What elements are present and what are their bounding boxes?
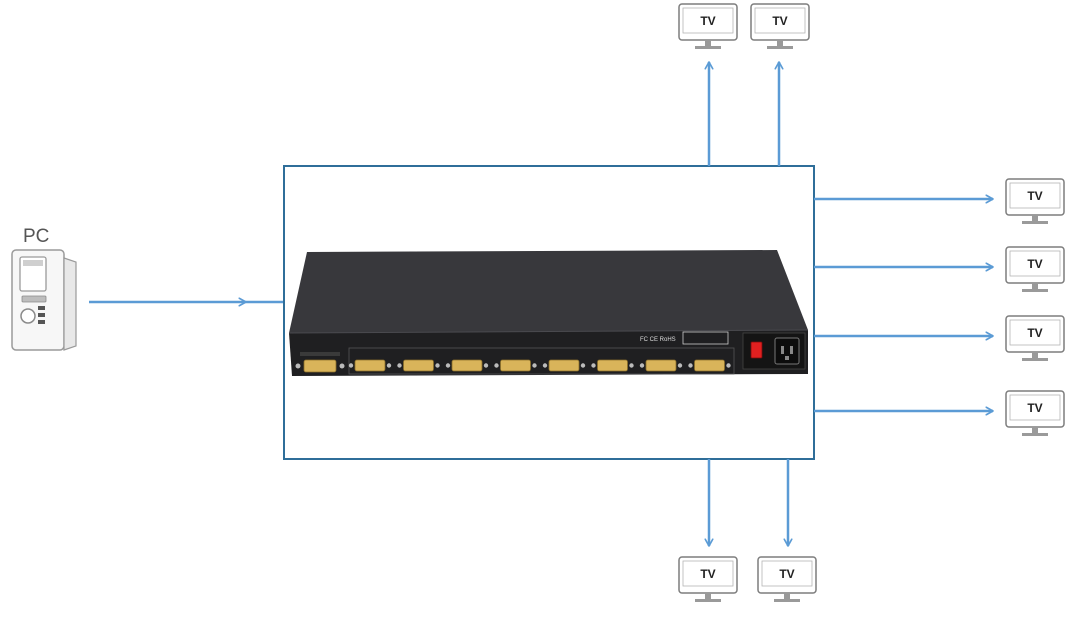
- pc-source: PC: [11, 226, 77, 351]
- monitor-icon: [750, 3, 810, 49]
- tv-label: TV: [772, 14, 787, 28]
- tv-label: TV: [1027, 326, 1042, 340]
- monitor-icon: [1005, 246, 1065, 292]
- monitor-icon: [1005, 315, 1065, 361]
- certification-marks: FC CE RoHS: [640, 331, 729, 345]
- tv-display: TV: [750, 3, 810, 49]
- tv-label: TV: [1027, 257, 1042, 271]
- output-port: [348, 359, 392, 372]
- device-top-panel: [289, 250, 808, 333]
- cert-marks-text: FC CE RoHS: [640, 337, 676, 343]
- tv-display: TV: [678, 3, 738, 49]
- tv-label: TV: [1027, 189, 1042, 203]
- tv-label: TV: [779, 567, 794, 581]
- output-port: [397, 359, 440, 372]
- monitor-icon: [678, 3, 738, 49]
- device-input-port: [295, 352, 345, 373]
- output-port: [494, 359, 537, 372]
- tv-display: TV: [1005, 390, 1065, 436]
- tv-display: TV: [1005, 178, 1065, 224]
- tv-label: TV: [700, 567, 715, 581]
- display-monitors: TV TV TV TV TV TV TV TV: [678, 3, 1065, 602]
- splitter-device: FC CE RoHS: [288, 250, 809, 376]
- output-port: [639, 359, 683, 372]
- output-port: [542, 359, 586, 372]
- pc-label: PC: [23, 226, 49, 247]
- monitor-icon: [1005, 390, 1065, 436]
- device-output-ports: [348, 359, 731, 372]
- tv-display: TV: [678, 556, 738, 602]
- tv-label: TV: [700, 14, 715, 28]
- power-section: [742, 332, 806, 370]
- output-arrows: [709, 62, 993, 546]
- power-switch[interactable]: [750, 341, 763, 359]
- power-socket: [774, 337, 800, 365]
- output-port: [591, 359, 634, 372]
- monitor-icon: [1005, 178, 1065, 224]
- monitor-icon: [678, 556, 738, 602]
- tv-display: TV: [1005, 246, 1065, 292]
- tv-label: TV: [1027, 401, 1042, 415]
- pc-tower-icon: [11, 249, 77, 351]
- monitor-icon: [757, 556, 817, 602]
- output-port: [445, 359, 489, 372]
- tv-display: TV: [757, 556, 817, 602]
- output-port: [688, 359, 731, 372]
- tv-display: TV: [1005, 315, 1065, 361]
